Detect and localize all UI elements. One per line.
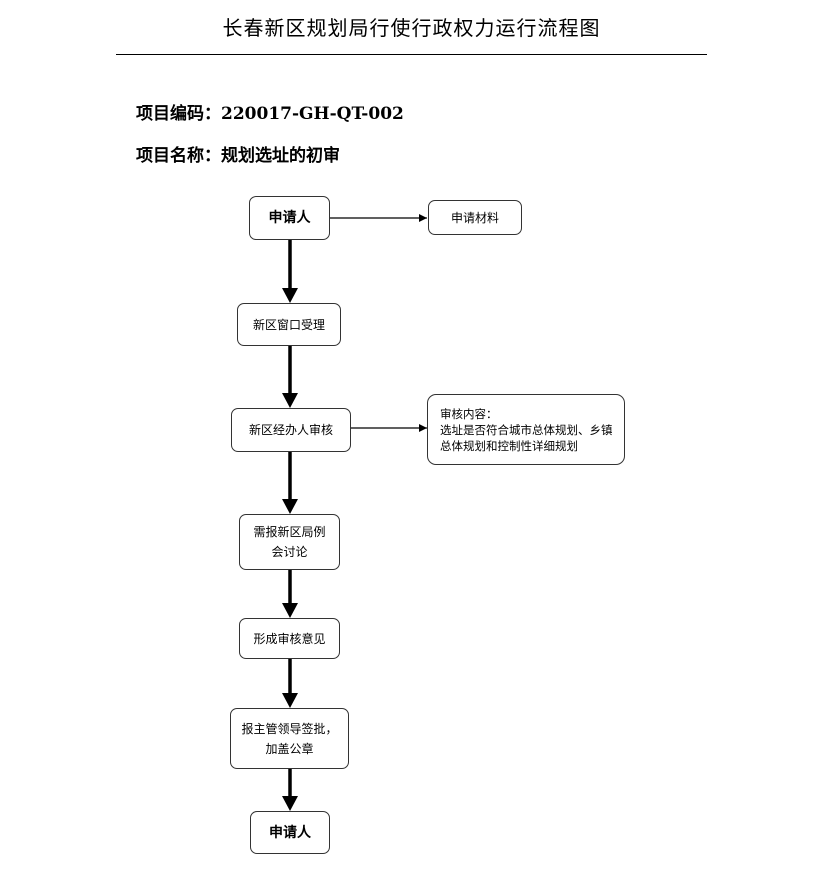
review-note-heading: 审核内容： xyxy=(440,407,498,421)
node-bureau-meeting: 需报新区局例 会讨论 xyxy=(239,514,340,570)
node-form-opinion: 形成审核意见 xyxy=(239,618,340,659)
review-note: 审核内容： 选址是否符合城市总体规划、乡镇总体规划和控制性详细规划 xyxy=(427,394,625,465)
title-divider xyxy=(116,54,707,55)
project-code-value: 220017-GH-QT-002 xyxy=(221,104,404,124)
review-note-body: 选址是否符合城市总体规划、乡镇总体规划和控制性详细规划 xyxy=(440,423,613,453)
page-title: 长春新区规划局行使行政权力运行流程图 xyxy=(222,16,601,40)
node-materials: 申请材料 xyxy=(428,200,522,235)
node-officer-review: 新区经办人审核 xyxy=(231,408,351,452)
node-bureau-meeting-label: 需报新区局例 会讨论 xyxy=(253,525,326,559)
project-name-row: 项目名称：规划选址的初审 xyxy=(136,141,340,166)
node-window-accept: 新区窗口受理 xyxy=(237,303,341,346)
project-code-label: 项目编码： xyxy=(136,104,221,124)
node-officer-review-label: 新区经办人审核 xyxy=(248,423,333,437)
node-form-opinion-label: 形成审核意见 xyxy=(253,631,326,646)
node-window-accept-label: 新区窗口受理 xyxy=(252,317,325,332)
node-leader-approve-label: 报主管领导签批， 加盖公章 xyxy=(241,721,338,756)
thick-flow-arrows xyxy=(282,240,298,811)
node-materials-label: 申请材料 xyxy=(450,210,499,225)
node-applicant-start-label: 申请人 xyxy=(268,210,311,226)
arrow-opinion-to-leader xyxy=(282,659,298,708)
project-name-value: 规划选址的初审 xyxy=(221,146,340,166)
arrow-meeting-to-opinion xyxy=(282,570,298,618)
arrow-window-to-officer xyxy=(282,346,298,408)
project-code-row: 项目编码：220017-GH-QT-002 xyxy=(136,99,404,124)
arrow-officer-to-meeting xyxy=(282,452,298,514)
project-name-label: 项目名称： xyxy=(136,146,221,166)
node-applicant-end-label: 申请人 xyxy=(269,824,311,841)
node-applicant-start: 申请人 xyxy=(249,196,330,240)
node-leader-approve: 报主管领导签批， 加盖公章 xyxy=(230,708,349,769)
arrow-applicant-to-window xyxy=(282,240,298,303)
node-applicant-end: 申请人 xyxy=(250,811,330,854)
arrow-leader-to-applicant xyxy=(282,769,298,811)
